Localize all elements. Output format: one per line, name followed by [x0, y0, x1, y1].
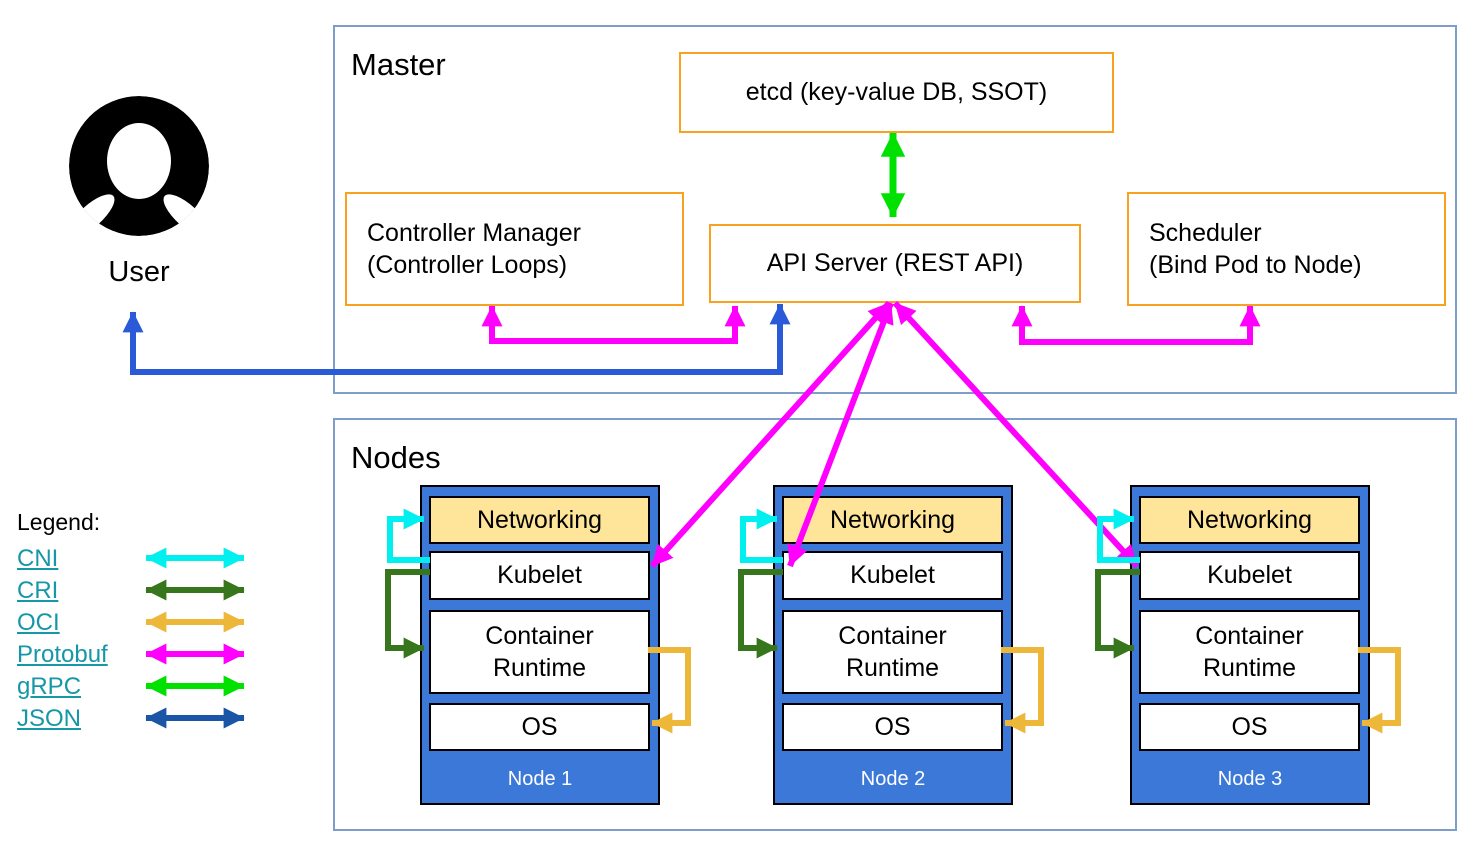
node-3-os-box: OS	[1139, 703, 1360, 751]
node-1-networking-box: Networking	[429, 496, 650, 544]
os-label: OS	[521, 712, 558, 741]
scheduler-line2: (Bind Pod to Node)	[1149, 251, 1362, 279]
networking-label: Networking	[829, 505, 956, 534]
node-3-kubelet-box: Kubelet	[1139, 551, 1360, 600]
networking-label: Networking	[1186, 505, 1313, 534]
node-2-networking-box: Networking	[782, 496, 1003, 544]
legend-link-cri[interactable]: CRI	[17, 577, 59, 604]
container-runtime-label: Container Runtime	[485, 621, 594, 683]
os-label: OS	[1231, 712, 1268, 741]
node-2-os-box: OS	[782, 703, 1003, 751]
node-3-networking-box: Networking	[1139, 496, 1360, 544]
node-3-container-runtime-box: Container Runtime	[1139, 610, 1360, 694]
kubelet-label: Kubelet	[850, 561, 935, 589]
legend-link-json[interactable]: JSON	[17, 705, 82, 732]
api-server-label: API Server (REST API)	[766, 249, 1024, 277]
controller-manager-line1: Controller Manager	[367, 218, 581, 247]
nodes-box: Nodes Networking Kubelet Container Runti…	[333, 418, 1457, 831]
user-figure: User	[64, 94, 214, 289]
legend-link-cni[interactable]: CNI	[17, 545, 59, 572]
scheduler-box: Scheduler (Bind Pod to Node)	[1127, 192, 1446, 306]
legend-title: Legend:	[17, 509, 101, 535]
api-server-box: API Server (REST API)	[709, 224, 1081, 303]
legend-link-oci[interactable]: OCI	[17, 609, 60, 636]
kubelet-label: Kubelet	[497, 561, 582, 589]
user-icon	[69, 96, 209, 236]
legend-link-protobuf[interactable]: Protobuf	[17, 641, 108, 668]
node-1-container-runtime-box: Container Runtime	[429, 610, 650, 694]
node-1-kubelet-box: Kubelet	[429, 551, 650, 600]
etcd-label: etcd (key-value DB, SSOT)	[745, 78, 1048, 106]
node-1-os-box: OS	[429, 703, 650, 751]
container-runtime-label: Container Runtime	[1195, 621, 1304, 683]
networking-label: Networking	[476, 505, 603, 534]
node-3-name: Node 3	[1217, 767, 1283, 790]
scheduler-line1: Scheduler	[1149, 218, 1262, 247]
node-2-name: Node 2	[860, 767, 926, 790]
node-2: Networking Kubelet Container Runtime OS …	[773, 485, 1013, 805]
controller-manager-line2: (Controller Loops)	[367, 251, 568, 279]
os-label: OS	[874, 712, 911, 741]
user-label: User	[108, 256, 170, 288]
node-2-container-runtime-box: Container Runtime	[782, 610, 1003, 694]
kubelet-label: Kubelet	[1207, 561, 1292, 589]
container-runtime-label: Container Runtime	[838, 621, 947, 683]
legend-link-grpc[interactable]: gRPC	[17, 673, 82, 700]
master-box: Master etcd (key-value DB, SSOT) Control…	[333, 25, 1457, 394]
node-1-name: Node 1	[507, 767, 573, 790]
node-1: Networking Kubelet Container Runtime OS …	[420, 485, 660, 805]
node-2-kubelet-box: Kubelet	[782, 551, 1003, 600]
etcd-box: etcd (key-value DB, SSOT)	[679, 52, 1114, 133]
nodes-title: Nodes	[351, 440, 441, 475]
node-3: Networking Kubelet Container Runtime OS …	[1130, 485, 1370, 805]
master-title: Master	[351, 47, 446, 82]
controller-manager-box: Controller Manager (Controller Loops)	[345, 192, 684, 306]
